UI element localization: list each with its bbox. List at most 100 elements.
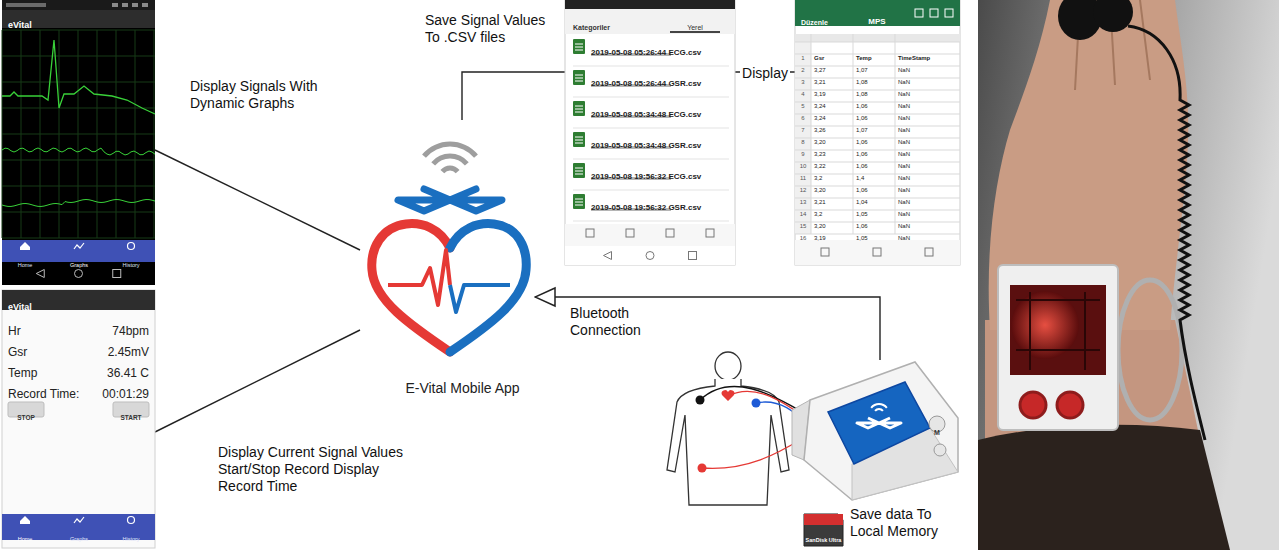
row-number: 15 [800,223,807,230]
file-icon-lines [575,168,583,174]
text-slot: 3,19 [814,81,852,100]
nav-label: Home [18,262,33,269]
text-slot: Save Signal Values To .CSV files [425,12,555,46]
separator [573,221,729,222]
grid-line [895,34,896,234]
node-shape [360,120,535,405]
text-slot: 1,08 [856,81,894,100]
phone-screen [2,290,155,548]
button-label: START [120,414,141,422]
electrode [722,390,735,401]
text-slot: NaN [898,129,958,148]
text-slot: 11 [795,165,811,184]
table-cell: 3,20 [814,223,826,230]
button-label: M [934,429,940,437]
text-slot: NaN [898,93,958,112]
table-cell: 1,04 [856,199,868,206]
status-bar [2,0,155,10]
device-screen [828,382,930,464]
grid-line [795,138,960,139]
file-name: 2019-05-08 19:56:32 ECG.csv [591,172,701,182]
device-body [804,362,958,500]
text-slot: 2.45mV [72,341,149,360]
status-icon [122,3,128,7]
bluetooth-symbol [857,418,901,428]
text-slot: 3,23 [814,141,852,160]
text-slot: 1 [795,45,811,64]
status-icon [6,3,46,7]
table-cell: NaN [898,163,910,170]
text-slot: History [112,252,150,271]
text-slot: 3,24 [814,93,852,112]
status-icon [132,3,138,7]
grid-line [795,126,960,127]
table-cell: 1,07 [856,127,868,134]
text-slot: 1,06 [856,141,894,160]
connector [155,150,360,250]
card-body [804,514,843,546]
table-cell: NaN [898,103,910,110]
system-bar [565,246,735,265]
grid-line [795,66,960,67]
app-name: E-Vital Mobile App [405,380,519,397]
text-slot: 12 [795,177,811,196]
electrode [698,464,707,473]
reading-name: Hr [8,324,21,338]
device-photo [978,0,1279,550]
graph-icon [74,243,84,249]
tab-underline [670,31,720,33]
text-slot: 3,21 [814,189,852,208]
card-brand: SanDisk Ultra [806,537,842,544]
text-slot: 9 [795,141,811,160]
edge-label: Display [740,65,790,82]
ecg-line [388,250,450,305]
text-slot: 1,06 [856,177,894,196]
text-slot: Graphs [62,526,96,545]
text-slot: 3 [795,69,811,88]
file-icon-lines [575,44,583,50]
file-name: 2019-05-08 05:26:44 GSR.csv [591,79,701,89]
ecg-trace [2,40,155,114]
device-housing [998,265,1118,430]
connector [462,72,565,120]
nav-label: History [122,536,139,543]
grid-line [795,210,960,211]
toolbar-icon [821,248,829,256]
body-figure [667,352,812,505]
text-slot: Yerel [665,15,725,34]
text-slot: 5 [795,93,811,112]
row-number: 6 [801,115,804,122]
nav-label: Graphs [70,536,88,543]
row-number: 12 [800,187,807,194]
table-cell: 3,19 [814,91,826,98]
text-slot: 3,2 [814,165,852,184]
text-slot: Kategoriler [573,15,653,34]
row-number: 11 [800,175,806,182]
text-slot: START [113,405,149,424]
annotation: Save Signal Values To .CSV files [425,12,555,46]
grid-line [811,34,812,234]
text-slot: 1,06 [856,129,894,148]
file-icon [573,194,585,209]
text-slot: 3,19 [814,225,852,244]
phone-screen [2,0,155,285]
text-slot: Home [8,526,42,545]
table-cell: NaN [898,115,910,122]
table-cell: 3,23 [814,151,826,158]
text-slot: eVital [8,295,98,314]
text-slot: STOP [8,405,44,424]
table-cell: NaN [898,151,910,158]
file-title: MPS [868,17,885,27]
reading-value: 2.45mV [108,345,149,359]
table-cell: 3,26 [814,127,826,134]
text-slot: NaN [898,141,958,160]
text-slot: MPS [857,9,897,28]
circuit-trace [1016,292,1100,370]
app-title: eVital [8,20,32,31]
status-icon [112,3,118,7]
file-icon-lines [575,199,583,205]
table-cell: TimeStamp [898,55,930,62]
text-slot: 13 [795,189,811,208]
table-cell: 3,24 [814,115,826,122]
